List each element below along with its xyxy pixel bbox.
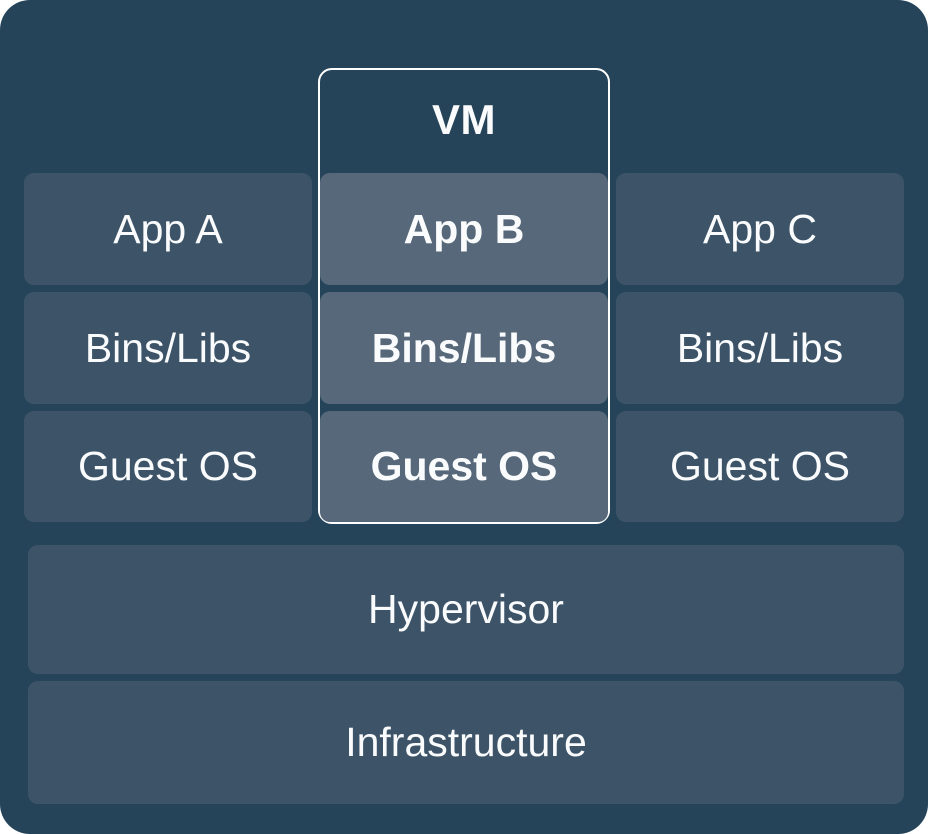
vm-boundary-outline <box>318 68 610 524</box>
layer-box-guest-os-b: Guest OS <box>320 411 608 522</box>
infrastructure-layer-bar: Infrastructure <box>28 681 904 804</box>
layer-box-bins-libs-b: Bins/Libs <box>320 292 608 404</box>
layer-box-app-b: App B <box>320 173 608 285</box>
hypervisor-layer-bar: Hypervisor <box>28 545 904 674</box>
vm-label: VM <box>432 96 496 143</box>
layer-box-app-a: App A <box>24 173 312 285</box>
layer-box-app-c: App C <box>616 173 904 285</box>
layer-box-bins-libs-c: Bins/Libs <box>616 292 904 404</box>
layer-box-guest-os-c: Guest OS <box>616 411 904 522</box>
layer-box-bins-libs-a: Bins/Libs <box>24 292 312 404</box>
layer-box-guest-os-a: Guest OS <box>24 411 312 522</box>
